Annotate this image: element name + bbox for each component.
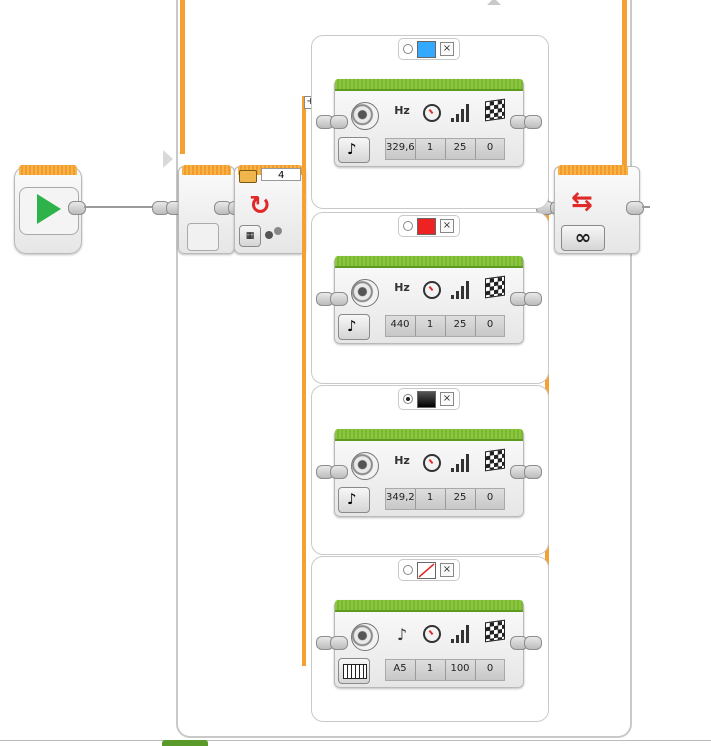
frequency-value[interactable]: A5 xyxy=(393,663,407,674)
counter-icon xyxy=(239,170,257,183)
start-output-plug[interactable] xyxy=(68,201,86,215)
remove-case-button[interactable]: × xyxy=(440,563,454,577)
loop-mode-button[interactable]: ▦ xyxy=(239,225,261,247)
loop-mode-dots-icon xyxy=(265,231,273,239)
volume-value[interactable]: 25 xyxy=(453,319,467,330)
play-type-flag-icon xyxy=(485,98,505,122)
note-icon: ♪ xyxy=(347,317,357,335)
play-type-flag-icon xyxy=(485,619,505,643)
switch-left-wire xyxy=(302,96,306,666)
frequency-value[interactable]: 440 xyxy=(390,319,410,330)
play-type-value[interactable]: 0 xyxy=(486,319,494,330)
sound-mode-button[interactable] xyxy=(338,658,370,684)
volume-value[interactable]: 25 xyxy=(453,492,467,503)
default-case-radio[interactable] xyxy=(403,221,413,231)
switch-case-tab[interactable]: × xyxy=(398,215,460,237)
play-type-value[interactable]: 0 xyxy=(486,663,494,674)
frequency-icon: Hz xyxy=(394,454,410,467)
loop-count-block[interactable]: 4 ↻ ▦ xyxy=(234,165,306,254)
sound-input-plug[interactable] xyxy=(330,636,348,650)
frequency-icon: Hz xyxy=(394,281,410,294)
loop-end-arrow-icon: ⇆ xyxy=(571,187,593,217)
duration-icon xyxy=(423,625,441,643)
piano-icon xyxy=(343,664,367,679)
frequency-icon: Hz xyxy=(394,104,410,117)
duration-icon xyxy=(423,104,441,122)
loop-count-input[interactable]: 4 xyxy=(261,168,301,181)
speaker-icon xyxy=(351,452,379,480)
note-icon: ♪ xyxy=(347,490,357,508)
duration-icon xyxy=(423,281,441,299)
loop-arrow-icon: ↻ xyxy=(249,191,271,221)
note-icon: ♪ xyxy=(347,140,357,158)
speaker-icon xyxy=(351,623,379,651)
switch-case-tab[interactable]: × xyxy=(398,388,460,410)
default-case-radio[interactable] xyxy=(403,44,413,54)
volume-icon xyxy=(451,621,473,643)
frequency-value[interactable]: 349,2 xyxy=(386,492,415,503)
duration-value[interactable]: 1 xyxy=(426,663,434,674)
sound-parameters: 349,2 1 25 0 xyxy=(385,488,505,510)
duration-value[interactable]: 1 xyxy=(426,142,434,153)
remove-case-button[interactable]: × xyxy=(440,392,454,406)
note-icon: ♪ xyxy=(396,625,408,644)
loop-end-output-plug[interactable] xyxy=(626,201,644,215)
sound-output-plug[interactable] xyxy=(524,636,542,650)
bottom-green-tab[interactable] xyxy=(162,740,208,746)
frequency-value[interactable]: 329,6 xyxy=(386,142,415,153)
sound-parameters: A5 1 100 0 xyxy=(385,659,505,681)
sound-input-plug[interactable] xyxy=(330,115,348,129)
sequence-wire xyxy=(84,206,156,208)
switch-right-wire xyxy=(545,96,549,666)
volume-value[interactable]: 25 xyxy=(453,142,467,153)
sound-parameters: 329,6 1 25 0 xyxy=(385,138,505,160)
remove-case-button[interactable]: × xyxy=(440,42,454,56)
sound-mode-button[interactable]: ♪ xyxy=(338,137,370,163)
loop-end-block[interactable]: ⇆ ∞ xyxy=(554,165,640,254)
sound-mode-button[interactable]: ♪ xyxy=(338,314,370,340)
canvas-bottom-line xyxy=(0,740,711,741)
play-type-flag-icon xyxy=(485,448,505,472)
default-case-radio[interactable] xyxy=(403,565,413,575)
volume-icon xyxy=(451,277,473,299)
play-type-flag-icon xyxy=(485,275,505,299)
sound-block[interactable]: Hz ♪ 349,2 1 25 0 xyxy=(334,429,524,517)
case-color-swatch[interactable] xyxy=(417,391,436,408)
case-color-swatch[interactable] xyxy=(417,562,436,579)
sound-input-plug[interactable] xyxy=(330,292,348,306)
sound-input-plug[interactable] xyxy=(330,465,348,479)
speaker-icon xyxy=(351,102,379,130)
duration-icon xyxy=(423,454,441,472)
switch-case-tab[interactable]: × xyxy=(398,38,460,60)
default-case-radio[interactable] xyxy=(403,394,413,404)
duration-value[interactable]: 1 xyxy=(426,492,434,503)
case-color-swatch[interactable] xyxy=(417,218,436,235)
remove-case-button[interactable]: × xyxy=(440,219,454,233)
volume-icon xyxy=(451,100,473,122)
volume-value[interactable]: 100 xyxy=(450,663,470,674)
loop-triangle-icon xyxy=(163,150,173,168)
sound-block[interactable]: Hz ♪ 329,6 1 25 0 xyxy=(334,79,524,167)
duration-value[interactable]: 1 xyxy=(426,319,434,330)
play-icon xyxy=(37,194,61,224)
play-type-value[interactable]: 0 xyxy=(486,492,494,503)
sound-parameters: 440 1 25 0 xyxy=(385,315,505,337)
switch-case-tab[interactable]: × xyxy=(398,559,460,581)
loop-top-arrow-icon xyxy=(487,0,501,5)
sound-output-plug[interactable] xyxy=(524,292,542,306)
sound-block[interactable]: ♪ A5 1 100 0 xyxy=(334,600,524,688)
sound-mode-button[interactable]: ♪ xyxy=(338,487,370,513)
play-type-value[interactable]: 0 xyxy=(486,142,494,153)
sound-output-plug[interactable] xyxy=(524,115,542,129)
loop-mode-infinity-button[interactable]: ∞ xyxy=(561,225,605,251)
sound-output-plug[interactable] xyxy=(524,465,542,479)
case-color-swatch[interactable] xyxy=(417,41,436,58)
volume-icon xyxy=(451,450,473,472)
sound-block[interactable]: Hz ♪ 440 1 25 0 xyxy=(334,256,524,344)
speaker-icon xyxy=(351,279,379,307)
